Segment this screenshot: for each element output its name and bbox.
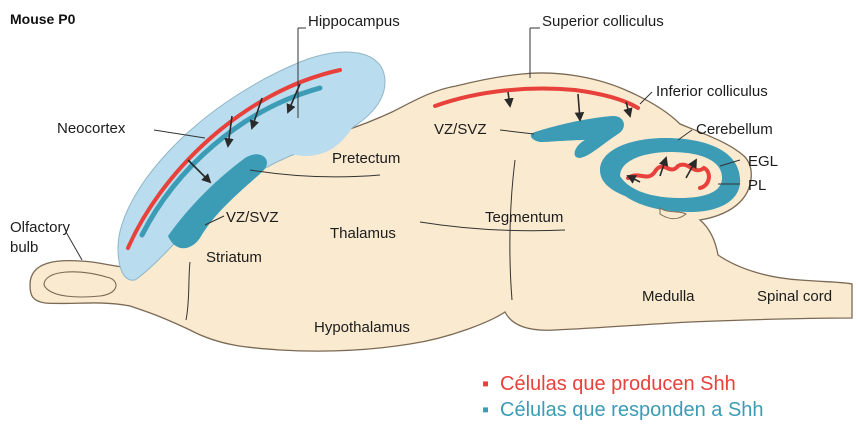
label-tegmentum: Tegmentum [485, 209, 563, 226]
legend-marker-producing: ▪ [482, 373, 489, 395]
label-striatum: Striatum [206, 249, 262, 266]
label-vz-svz-forebrain: VZ/SVZ [226, 209, 279, 226]
label-thalamus: Thalamus [330, 225, 396, 242]
label-medulla: Medulla [642, 288, 695, 305]
legend-marker-responding: ▪ [482, 399, 489, 421]
label-olfactory: Olfactory [10, 219, 71, 236]
label-egl: EGL [748, 153, 778, 170]
label-hypothalamus: Hypothalamus [314, 319, 410, 336]
label-pl: PL [748, 177, 766, 194]
legend-text-responding: Células que responden a Shh [500, 399, 764, 421]
diagram-title: Mouse P0 [10, 11, 76, 27]
label-inferior-colliculus: Inferior colliculus [656, 83, 768, 100]
label-spinal-cord: Spinal cord [757, 288, 832, 305]
label-pretectum: Pretectum [332, 150, 400, 167]
label-neocortex: Neocortex [57, 120, 126, 137]
legend-text-producing: Células que producen Shh [500, 373, 736, 395]
label-superior-colliculus: Superior colliculus [542, 13, 664, 30]
label-vz-svz-midbrain: VZ/SVZ [434, 121, 487, 138]
legend: ▪ Células que producen Shh ▪ Células que… [482, 373, 764, 421]
label-bulb: bulb [10, 239, 38, 256]
label-cerebellum: Cerebellum [696, 121, 773, 138]
label-hippocampus: Hippocampus [308, 13, 400, 30]
